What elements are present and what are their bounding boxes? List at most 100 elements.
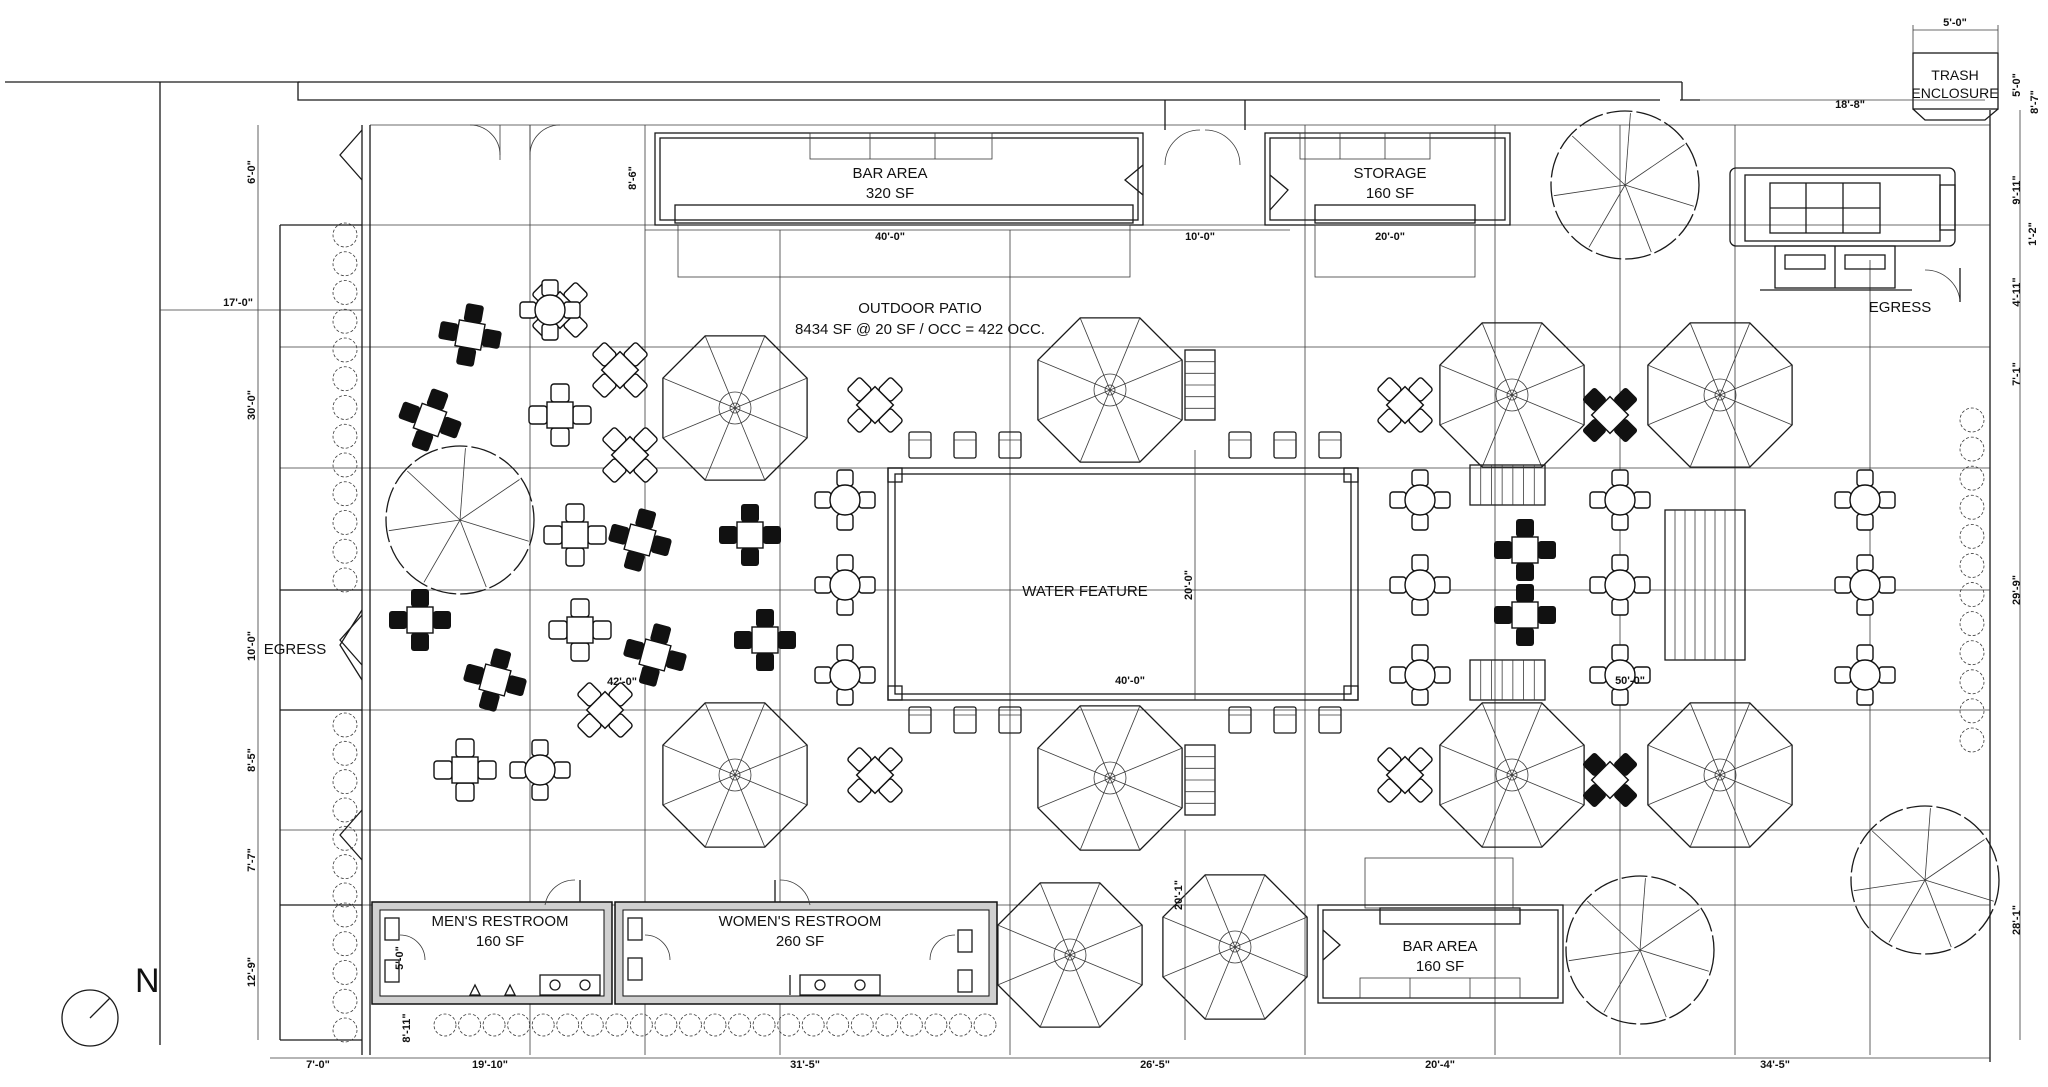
water-feature-label: WATER FEATURE — [1022, 583, 1148, 600]
womens-restroom: WOMEN'S RESTROOM 260 SF — [614, 879, 998, 1005]
bench-layer — [1184, 349, 1746, 816]
patio-occupancy: 8434 SF @ 20 SF / OCC = 422 OCC. — [795, 321, 1045, 338]
bar-area-north-area: 320 SF — [866, 185, 914, 202]
table-with-chairs — [1377, 747, 1433, 803]
shrub — [332, 395, 358, 420]
bar-area-north: BAR AREA 320 SF — [654, 132, 1144, 278]
shrub — [556, 1013, 580, 1037]
hedge-row-east — [1959, 407, 1985, 753]
shrub — [728, 1013, 751, 1037]
shrub — [332, 931, 358, 957]
storage-room: STORAGE 160 SF — [1264, 132, 1511, 278]
bar-area-south-name: BAR AREA — [1402, 938, 1477, 955]
north-doors — [469, 100, 1246, 166]
bench — [1184, 349, 1216, 421]
bar-area-south-area: 160 SF — [1416, 958, 1464, 975]
north-arrow: N — [61, 962, 160, 1047]
patio-umbrella — [997, 882, 1143, 1028]
shrub — [1959, 553, 1985, 578]
shrub — [654, 1013, 678, 1037]
shrub — [1959, 465, 1985, 491]
round-table — [509, 739, 571, 801]
shrub — [332, 769, 358, 795]
round-table — [814, 644, 876, 706]
shrub — [332, 280, 358, 305]
dim-restroom: 5'-0" — [394, 946, 406, 970]
round-table — [1589, 644, 1651, 706]
egress-east: EGRESS — [1869, 299, 1932, 316]
dim-bar-width: 40'-0" — [875, 231, 905, 243]
bench — [1184, 744, 1216, 816]
shrub — [332, 825, 358, 851]
trash-line2: ENCLOSURE — [1911, 85, 1998, 101]
shrub — [332, 882, 358, 908]
bar-stool — [1228, 431, 1252, 459]
table-with-chairs — [1494, 584, 1556, 646]
hedge-row-west — [332, 222, 358, 1043]
shrub — [507, 1013, 531, 1037]
table-with-chairs — [463, 648, 527, 712]
shrub — [826, 1013, 850, 1037]
bench — [1469, 464, 1546, 506]
round-table — [1389, 554, 1451, 616]
round-table — [1589, 469, 1651, 531]
table-with-chairs — [528, 383, 592, 447]
bar-stool — [1318, 706, 1342, 734]
table-with-chairs — [608, 508, 672, 572]
round-table — [1834, 554, 1896, 616]
shrub — [531, 1013, 555, 1037]
round-table — [814, 554, 876, 616]
water-feature: WATER FEATURE — [887, 467, 1359, 701]
dim-right-9-11: 9'-11" — [2011, 175, 2023, 204]
dim-bottom-7-0: 7'-0" — [306, 1059, 330, 1071]
shrub — [1959, 523, 1985, 549]
table-with-chairs — [543, 503, 607, 567]
dim-left-6-0: 6'-0" — [246, 160, 258, 184]
dim-water-width: 40'-0" — [1115, 675, 1145, 687]
dim-top-18-8: 18'-8" — [1835, 99, 1865, 111]
patio-umbrella — [1037, 705, 1183, 851]
patio-umbrella — [662, 702, 808, 848]
dim-right-4-11: 4'-11" — [2011, 277, 2023, 306]
shrub — [752, 1013, 776, 1037]
dim-west-42-0: 42'-0" — [607, 676, 637, 688]
round-table — [1389, 469, 1451, 531]
bar-stool — [1318, 431, 1342, 459]
womens-restroom-area: 260 SF — [776, 933, 824, 950]
shrub — [605, 1013, 629, 1037]
bar-stool — [998, 431, 1022, 459]
hedge-row-south — [433, 1013, 997, 1037]
site-boundary — [5, 81, 1991, 1062]
tree-layer — [385, 110, 2000, 1025]
dim-left-8-5: 8'-5" — [246, 748, 258, 772]
dim-bottom-34-5: 34'-5" — [1760, 1059, 1790, 1071]
shrub — [679, 1013, 702, 1037]
patio-name: OUTDOOR PATIO — [858, 300, 982, 317]
dim-bottom-31-5: 31'-5" — [790, 1059, 820, 1071]
shrub — [1959, 640, 1985, 666]
table-with-chairs — [592, 342, 648, 398]
dim-storage-width: 20'-0" — [1375, 231, 1405, 243]
storage-area: 160 SF — [1366, 185, 1414, 202]
shrub — [1959, 698, 1985, 724]
trash-enclosure: TRASH ENCLOSURE 5'-0" 5'-0" — [1911, 17, 2023, 121]
shrub — [1959, 727, 1985, 753]
patio-umbrella — [1439, 322, 1585, 468]
bar-stool — [953, 706, 977, 734]
dim-bot-8-11: 8'-11" — [401, 1013, 413, 1042]
table-with-chairs — [602, 427, 658, 483]
dim-right-1-2: 1'-2" — [2027, 222, 2039, 246]
bench — [1664, 509, 1746, 661]
dim-trash-depth: 5'-0" — [2011, 73, 2023, 97]
tree — [1565, 875, 1715, 1025]
shrub — [332, 988, 358, 1014]
shrub — [433, 1013, 457, 1037]
bar-stool — [1273, 431, 1297, 459]
shrub — [332, 538, 358, 564]
table-with-chairs — [433, 738, 497, 802]
shrub — [332, 854, 358, 880]
bench — [1469, 659, 1546, 701]
table-with-chairs — [389, 589, 451, 651]
table-with-chairs — [1377, 377, 1433, 433]
